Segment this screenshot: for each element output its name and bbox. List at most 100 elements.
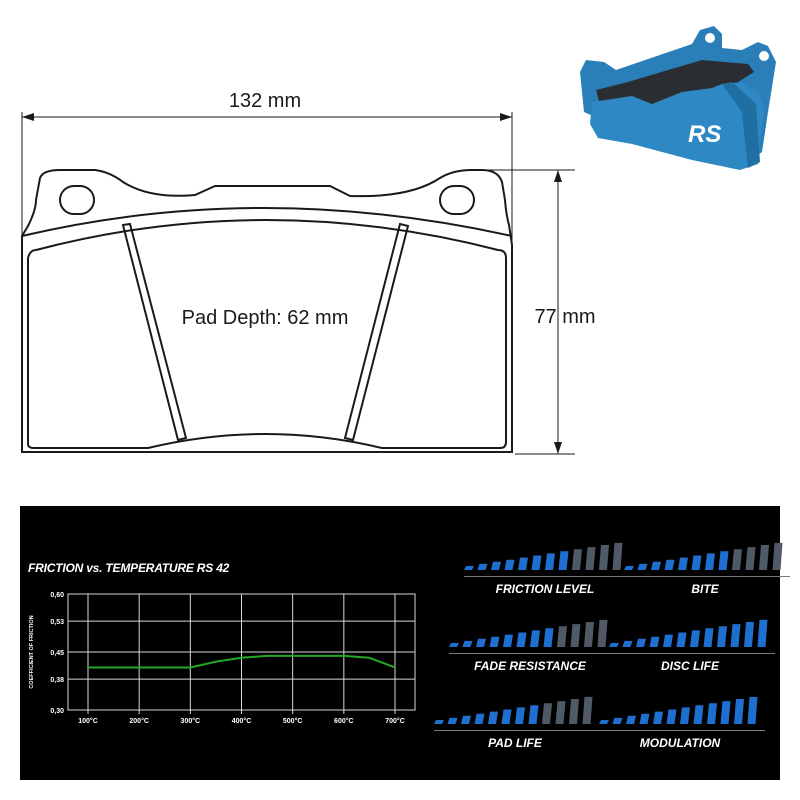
rating-segment — [720, 701, 731, 724]
rating-segment — [663, 634, 673, 647]
rating-segment — [609, 643, 619, 647]
rating-bars — [609, 619, 768, 647]
rating-segment — [649, 636, 660, 647]
y-tick-label: 0,53 — [50, 619, 64, 626]
friction-top-edge — [21, 207, 513, 237]
width-arrow-left — [22, 113, 34, 121]
rating-underline — [434, 730, 600, 731]
rating-segment — [636, 638, 646, 647]
rating-segment — [530, 630, 540, 647]
rating-segment — [651, 561, 661, 570]
ear-hole-top — [705, 33, 715, 43]
rating-segment — [528, 705, 539, 724]
rating-bars — [624, 542, 783, 570]
rating-friction-level: FRICTION LEVEL — [460, 542, 630, 600]
pad-side-shade — [722, 82, 760, 168]
rating-segment — [584, 622, 594, 647]
rating-underline — [624, 576, 790, 577]
y-tick-label: 0,38 — [50, 677, 64, 684]
rating-underline — [599, 730, 765, 731]
rs-logo: RS — [688, 121, 721, 148]
slot-right — [343, 222, 410, 442]
chart-title: FRICTION vs. TEMPERATURE RS 42 — [28, 561, 230, 575]
rating-segment — [597, 619, 608, 647]
rating-segment — [449, 643, 459, 647]
rating-segment — [691, 555, 702, 570]
y-tick-label: 0,30 — [50, 708, 64, 715]
x-tick-label: 700°C — [385, 717, 405, 725]
rating-segment — [772, 542, 783, 570]
rating-segment — [676, 632, 687, 647]
rating-segment — [678, 557, 688, 570]
rating-segment — [570, 624, 581, 647]
rating-segment — [707, 703, 717, 724]
y-axis-label: COEFFICIENT OF FRICTION — [29, 615, 35, 688]
rating-segment — [504, 559, 515, 570]
x-tick-label: 400°C — [232, 717, 252, 725]
rating-segment — [622, 640, 633, 647]
rating-segment — [474, 713, 485, 724]
rating-segment — [489, 636, 500, 647]
height-arrow-top — [554, 170, 562, 182]
rating-label: FADE RESISTANCE — [474, 659, 586, 673]
rating-bars — [464, 542, 623, 570]
y-tick-label: 0,45 — [50, 650, 64, 657]
rating-segment — [447, 717, 458, 724]
rating-segment — [555, 701, 566, 724]
rating-segment — [462, 640, 473, 647]
rating-segment — [693, 705, 704, 724]
friction-material-outline — [27, 219, 507, 449]
rating-bite: BITE — [620, 542, 790, 600]
friction-curve — [88, 654, 396, 669]
rating-segment — [488, 711, 498, 724]
y-tick-label: 0,60 — [50, 592, 64, 599]
rating-segment — [545, 553, 555, 570]
rating-segment — [503, 634, 513, 647]
height-dimension-label: 77 mm — [534, 306, 596, 328]
rating-segment — [653, 711, 663, 724]
rating-segment — [569, 699, 579, 724]
slot-left — [121, 222, 188, 442]
rating-segment — [599, 720, 609, 724]
rating-segment — [717, 626, 727, 647]
rating-underline — [464, 576, 630, 577]
pad-outline-drawing — [21, 112, 575, 455]
rating-segment — [543, 628, 554, 647]
rating-segment — [557, 626, 567, 647]
rating-segment — [585, 547, 596, 570]
rating-segment — [624, 566, 634, 570]
rating-label: DISC LIFE — [660, 659, 719, 673]
rating-bars — [434, 696, 593, 724]
rating-label: MODULATION — [639, 736, 721, 750]
pad-front-face — [590, 82, 764, 170]
rating-segment — [639, 713, 650, 724]
rating-bars — [599, 696, 758, 724]
rating-label: PAD LIFE — [488, 736, 542, 750]
rating-segment — [666, 709, 677, 724]
rating-segment — [491, 561, 501, 570]
rating-segment — [612, 717, 623, 724]
rating-segment — [703, 628, 714, 647]
brake-pad-product-image: RS — [580, 26, 776, 170]
rating-segment — [582, 696, 593, 724]
rating-segment — [732, 549, 742, 570]
rating-segment — [542, 703, 552, 724]
rating-segment — [516, 632, 527, 647]
mounting-hole-left — [59, 185, 95, 215]
rating-label: FRICTION LEVEL — [495, 582, 595, 596]
rating-segment — [531, 555, 542, 570]
rating-segment — [461, 715, 471, 724]
rating-segment — [730, 624, 741, 647]
rating-segment — [501, 709, 512, 724]
rating-segment — [464, 566, 474, 570]
rating-bars — [449, 619, 608, 647]
rating-segment — [518, 557, 528, 570]
rating-segment — [515, 707, 525, 724]
rating-segment — [434, 720, 444, 724]
rating-segment — [572, 549, 582, 570]
backing-plate-outline — [21, 169, 513, 453]
x-tick-label: 500°C — [283, 717, 303, 725]
rating-segment — [734, 699, 744, 724]
rating-segment — [558, 551, 569, 570]
